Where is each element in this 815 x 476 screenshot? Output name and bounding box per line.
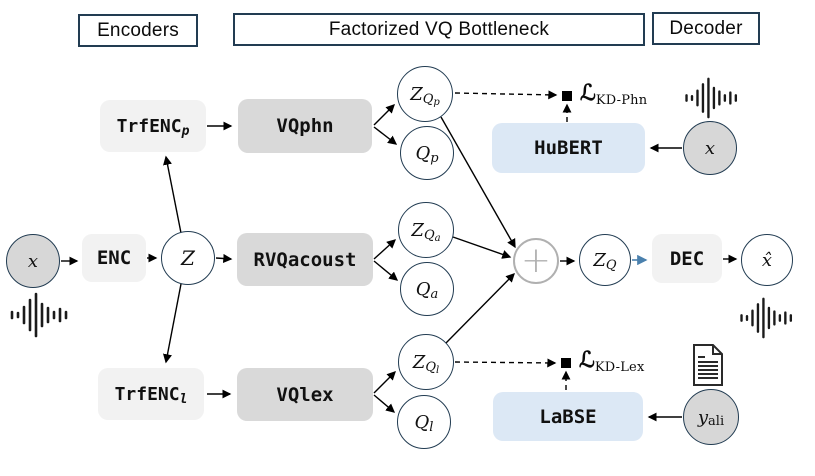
q-l-base: Q: [414, 411, 430, 433]
enc-block: ENC: [82, 234, 146, 282]
loss-subscript: KD-Phn: [595, 93, 648, 108]
rvqacoust-block: RVQacoust: [237, 233, 373, 286]
z-qa-base: Z: [411, 219, 424, 241]
waveform-icon: [737, 297, 799, 344]
z-qa-subsub: a: [434, 232, 441, 244]
labse-block: LaBSE: [493, 392, 643, 441]
bottleneck-header: Factorized VQ Bottleneck: [233, 13, 645, 46]
kd-phn-square-node: [562, 91, 572, 101]
q-p-sub: p: [430, 150, 439, 166]
x-reference-node: x: [683, 121, 737, 175]
trfenc-l-label: TrfENC: [114, 383, 180, 405]
loss-subscript: KD-Lex: [594, 360, 645, 375]
z-node: Z: [161, 231, 215, 285]
q-a-base: Q: [415, 278, 431, 300]
sum-node: +: [513, 238, 559, 284]
vqphn-block: VQphn: [238, 99, 372, 153]
trfenc-p-subscript: p: [181, 123, 190, 139]
z-qp-base: Z: [410, 83, 423, 105]
x-hat-node: x̂: [741, 234, 793, 286]
x-input-node: x: [6, 234, 60, 288]
z-qa-sub: Q: [423, 227, 435, 243]
waveform-icon: [682, 77, 744, 124]
document-icon: [692, 344, 724, 391]
z-qp-subsub: p: [433, 96, 440, 108]
waveform-icon: [8, 292, 74, 343]
y-ali-base: y: [697, 406, 709, 428]
encoders-header: Encoders: [78, 14, 198, 47]
z-q-sub: Q: [605, 257, 617, 273]
z-ql-base: Z: [412, 351, 426, 373]
q-a-sub: a: [430, 286, 439, 302]
trfenc-l-subscript: l: [179, 391, 188, 407]
vqlex-block: VQlex: [237, 368, 373, 421]
decoder-header: Decoder: [652, 12, 760, 45]
trfenc-p-label: TrfENC: [116, 115, 182, 137]
dec-block: DEC: [652, 234, 722, 283]
hubert-block: HuBERT: [492, 123, 645, 173]
z-ql-subsub: l: [435, 364, 440, 376]
z-q-base: Z: [593, 249, 606, 271]
loss-symbol: ℒ: [579, 347, 595, 373]
kd-lex-square-node: [561, 358, 571, 368]
q-p-base: Q: [415, 142, 431, 164]
z-qp-sub: Q: [422, 91, 434, 107]
y-ali-sub: ali: [708, 413, 725, 429]
q-l-sub: l: [429, 419, 434, 435]
z-ql-sub: Q: [425, 359, 436, 375]
loss-symbol: ℒ: [580, 80, 596, 106]
